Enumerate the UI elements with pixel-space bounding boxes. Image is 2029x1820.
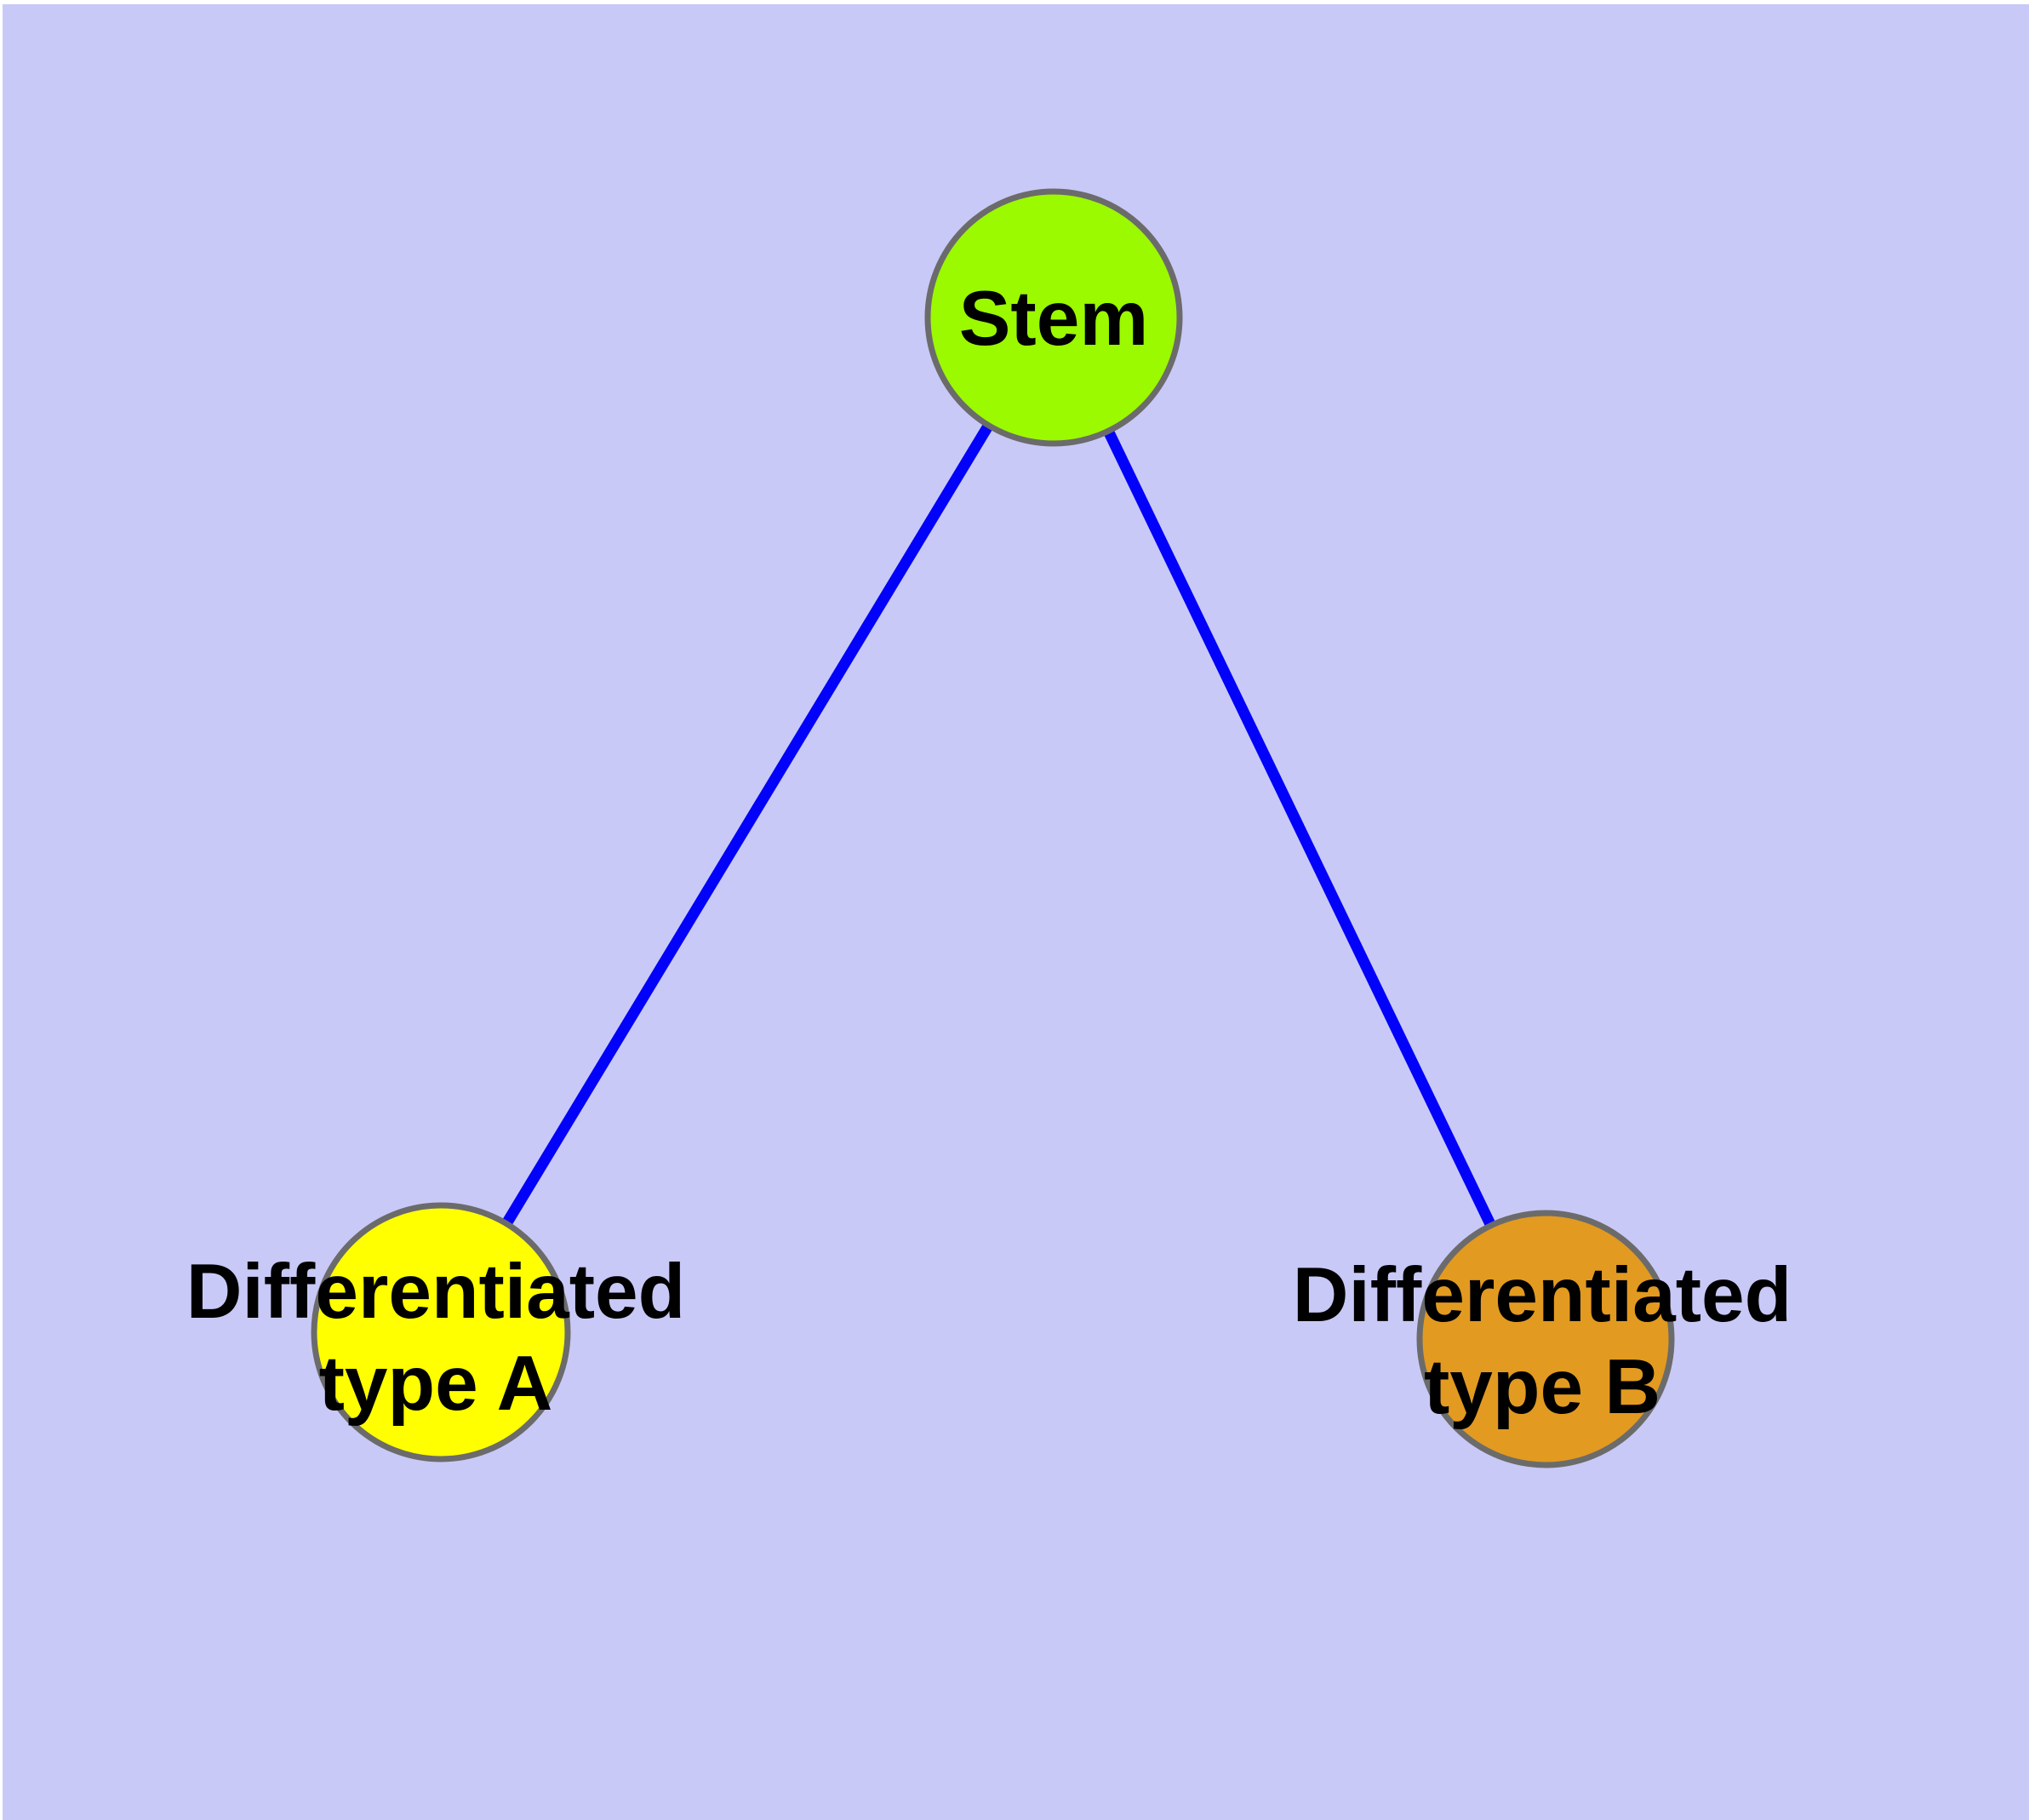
node-type-a-label-line2: type A	[318, 1341, 553, 1427]
node-stem-circle	[924, 188, 1183, 447]
node-type-b-circle	[1416, 1210, 1675, 1468]
node-type-b-label-line1: Differentiated	[1292, 1252, 1792, 1338]
node-type-a-label: Differentiated type A	[186, 1246, 686, 1430]
node-type-b-label: Differentiated type B	[1293, 1250, 1792, 1434]
node-stem-label: Stem	[959, 273, 1149, 365]
node-type-b-label-line2: type B	[1423, 1344, 1661, 1430]
edge-stem-to-type-b	[1049, 315, 1551, 1342]
node-stem-label-text: Stem	[958, 276, 1149, 362]
edge-stem-to-type-a	[436, 314, 1059, 1336]
node-type-a-label-line1: Differentiated	[186, 1249, 686, 1335]
node-type-a-circle	[311, 1202, 571, 1462]
